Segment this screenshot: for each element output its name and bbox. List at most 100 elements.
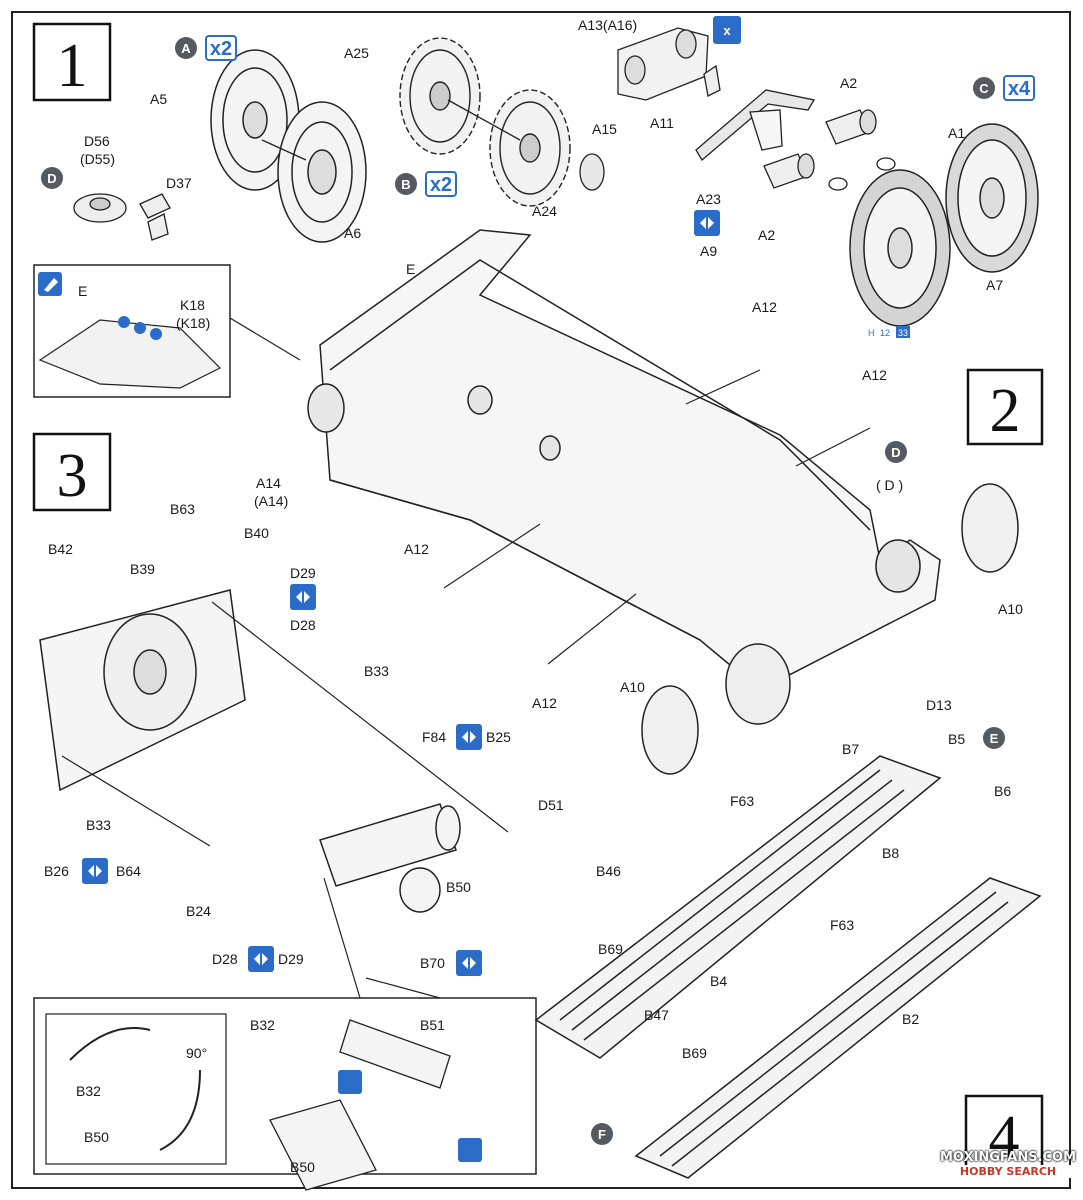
step-2-box: 2 xyxy=(966,368,1044,446)
sprocket-a24 xyxy=(489,89,571,207)
label-b50: B50 xyxy=(446,879,471,895)
label-a2: A2 xyxy=(758,227,775,243)
svg-text:A: A xyxy=(181,41,191,56)
label-d28: D28 xyxy=(212,951,238,967)
watermark-brand: HOBBY SEARCH xyxy=(938,1165,1078,1178)
quantity-x4-badge: x4 xyxy=(1003,75,1035,101)
suspension-bracket-a13 xyxy=(617,27,709,101)
badge-sprue-f: F xyxy=(591,1123,613,1145)
label-k18-alt: (K18) xyxy=(176,315,210,331)
flip-icon xyxy=(82,858,108,884)
label-b63: B63 xyxy=(170,501,195,517)
label-a5: A5 xyxy=(150,91,167,107)
svg-text:H: H xyxy=(868,328,875,338)
label-d29: D29 xyxy=(278,951,304,967)
label-a12: A12 xyxy=(532,695,557,711)
return-roller-a2 xyxy=(763,109,896,191)
step-3-box: 3 xyxy=(32,432,112,512)
assembly-arrow xyxy=(547,593,637,665)
glue-icon xyxy=(458,1138,482,1162)
hub-cap-d56 xyxy=(73,193,171,241)
label-a14-alt: (A14) xyxy=(254,493,288,509)
callout-line xyxy=(323,877,361,999)
idler-wheel-a10 xyxy=(641,685,699,775)
label-b32-inset: B32 xyxy=(250,1017,275,1033)
label-k18: K18 xyxy=(180,297,205,313)
watermark-site: MOXINGFANS.COM xyxy=(939,1150,1077,1165)
idler-wheel-a10 xyxy=(961,483,1019,573)
road-wheel-a6 xyxy=(277,101,367,243)
label-b50-inset: B50 xyxy=(84,1129,109,1145)
inset-exhaust-detail xyxy=(33,997,537,1191)
svg-text:3: 3 xyxy=(57,442,88,510)
assembly-arrow xyxy=(685,369,761,405)
label-a12: A12 xyxy=(752,299,777,315)
label-a9: A9 xyxy=(700,243,717,259)
label-e-inset: E xyxy=(78,283,87,299)
svg-text:4: 4 xyxy=(989,1104,1020,1172)
badge-sprue-c: C xyxy=(973,77,995,99)
label-d51: D51 xyxy=(538,797,564,813)
label-d56: D56 xyxy=(84,133,110,149)
label-d55: (D55) xyxy=(80,151,115,167)
label-d28: D28 xyxy=(290,617,316,633)
hull-e xyxy=(307,229,941,725)
badge-sprue-a: A xyxy=(175,37,197,59)
sprocket-a25 xyxy=(399,37,481,155)
quantity-x2-badge: x2 xyxy=(425,171,457,197)
label-b46: B46 xyxy=(596,863,621,879)
badge-sprue-d: D xyxy=(41,167,63,189)
label-f63: F63 xyxy=(730,793,754,809)
label-a11: A11 xyxy=(650,115,674,131)
road-wheel-a7-pair xyxy=(849,123,1039,327)
label-b47: B47 xyxy=(644,1007,669,1023)
label-a12: A12 xyxy=(404,541,429,557)
label-b69: B69 xyxy=(598,941,623,957)
label-a12: A12 xyxy=(862,367,887,383)
flip-icon xyxy=(290,584,316,610)
svg-text:x4: x4 xyxy=(1008,78,1031,100)
label-a2: A2 xyxy=(840,75,857,91)
label-b7: B7 xyxy=(842,741,859,757)
label-b42: B42 xyxy=(48,541,73,557)
label-f63: F63 xyxy=(830,917,854,933)
callout-line xyxy=(229,317,301,361)
assembly-arrow xyxy=(211,601,509,833)
label-a1: A1 xyxy=(948,125,965,141)
label-b70: B70 xyxy=(420,955,445,971)
assembly-arrow xyxy=(261,139,307,161)
step-4-box: 4 xyxy=(964,1094,1044,1174)
label-a10: A10 xyxy=(620,679,645,695)
badge-sprue-e: E xyxy=(983,727,1005,749)
label-b24: B24 xyxy=(186,903,211,919)
hub-a15 xyxy=(579,153,605,191)
page-frame xyxy=(11,11,1071,1189)
label-a24: A24 xyxy=(532,203,557,219)
label-b33: B33 xyxy=(364,663,389,679)
flip-icon xyxy=(456,950,482,976)
label-a10: A10 xyxy=(998,601,1023,617)
badge-sprue-b: B xyxy=(395,173,417,195)
step-1-box: 1 xyxy=(32,22,112,102)
assembly-arrow xyxy=(61,755,211,847)
watermark: MOXINGFANS.COM HOBBY SEARCH xyxy=(938,1150,1078,1178)
label-b39: B39 xyxy=(130,561,155,577)
label-b2: B2 xyxy=(902,1011,919,1027)
label-angle: 90° xyxy=(186,1045,207,1061)
svg-text:x2: x2 xyxy=(210,38,232,60)
label-a7: A7 xyxy=(986,277,1003,293)
label-d37: D37 xyxy=(166,175,192,191)
label-b6: B6 xyxy=(994,783,1011,799)
label-f84: F84 xyxy=(422,729,446,745)
exhaust-muffler-b50 xyxy=(319,803,461,913)
inset-detail-k18 xyxy=(33,264,231,398)
label-a25: A25 xyxy=(344,45,369,61)
part-a11 xyxy=(703,64,721,97)
svg-text:1: 1 xyxy=(57,32,88,100)
label-b8: B8 xyxy=(882,845,899,861)
quantity-x2-badge: x2 xyxy=(205,35,237,61)
fender-b2 xyxy=(634,877,1042,1179)
label-b40: B40 xyxy=(244,525,269,541)
svg-text:33: 33 xyxy=(898,328,908,338)
